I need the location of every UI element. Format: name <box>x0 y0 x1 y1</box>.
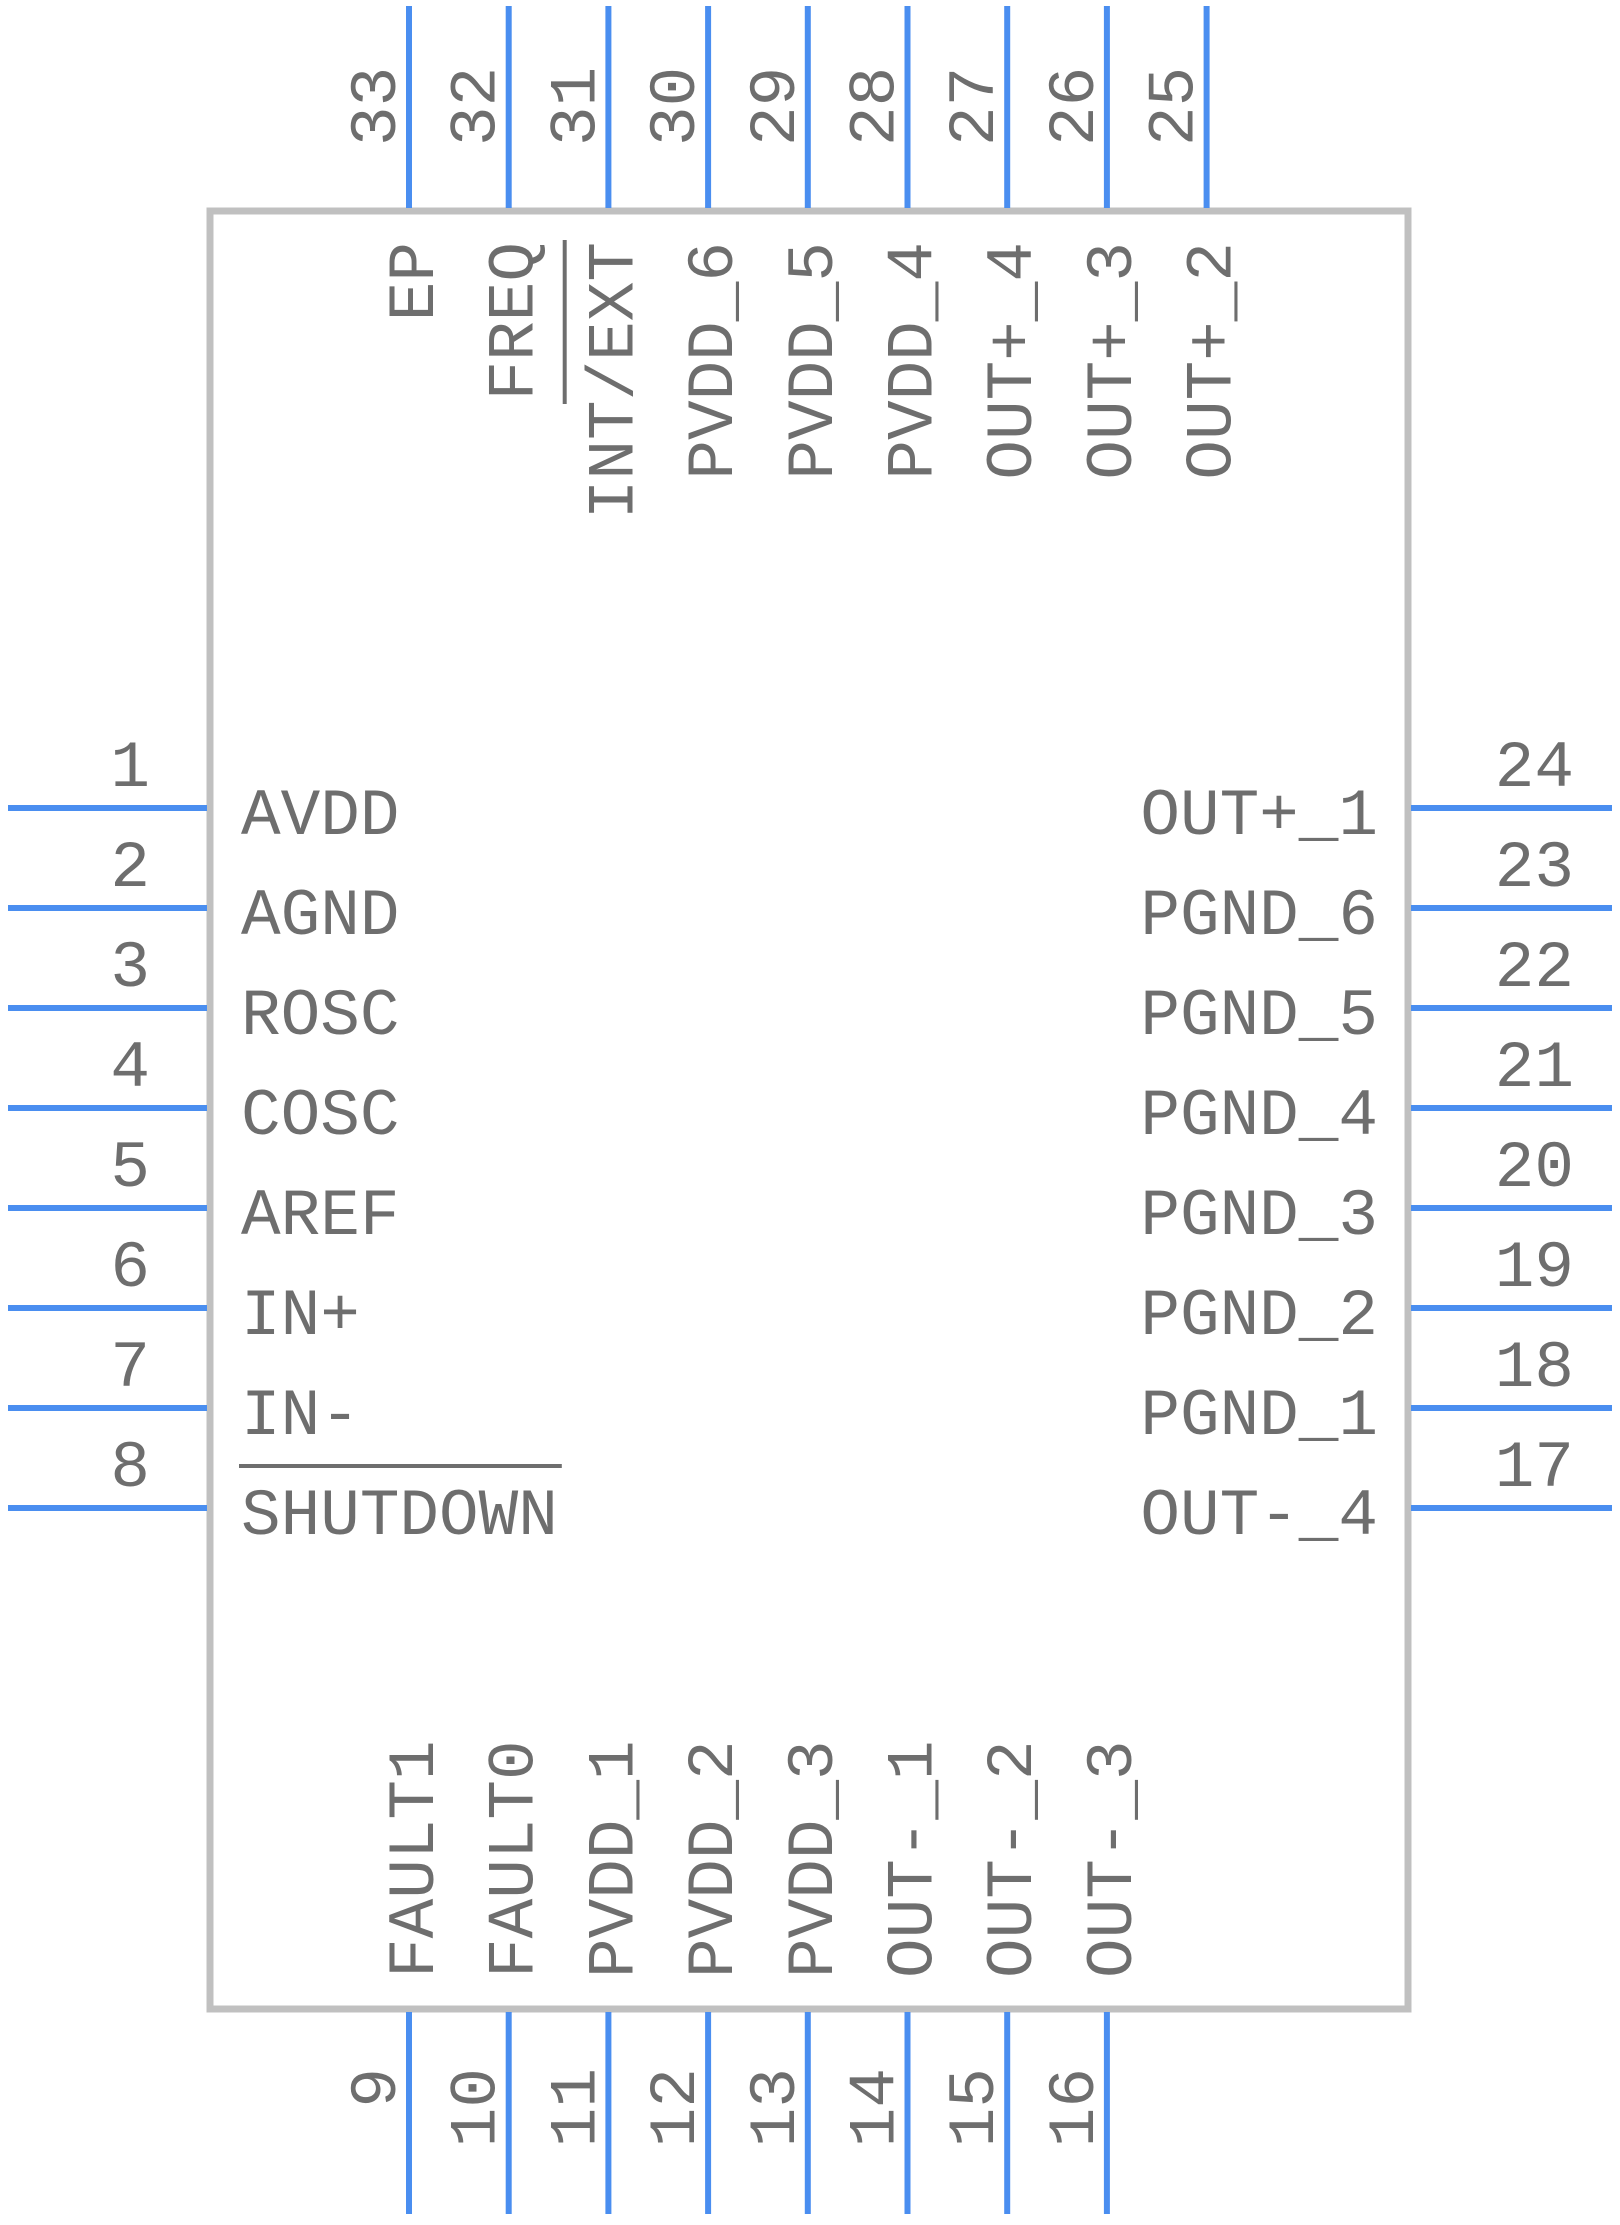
pin-number-28: 28 <box>839 67 914 146</box>
pin-label-pvdd-6: PVDD_6 <box>677 242 752 480</box>
pin-label-pgnd-5: PGND_5 <box>1140 979 1378 1054</box>
pin-number-15: 15 <box>938 2068 1013 2147</box>
pin-number-21: 21 <box>1495 1031 1574 1106</box>
pin-number-24: 24 <box>1495 731 1574 806</box>
pin-label-pvdd-3: PVDD_3 <box>777 1740 852 1978</box>
pin-number-11: 11 <box>539 2068 614 2147</box>
pin-number-26: 26 <box>1038 67 1113 146</box>
pin-label-ep: EP <box>378 242 453 321</box>
pin-number-5: 5 <box>110 1131 150 1206</box>
pin-label-int-ext: INT/EXT <box>577 242 652 519</box>
pin-number-9: 9 <box>340 2068 415 2108</box>
pin-label-outminus-1: OUT-_1 <box>877 1740 952 1978</box>
pin-number-7: 7 <box>110 1331 150 1406</box>
pin-number-30: 30 <box>639 67 714 146</box>
pin-number-6: 6 <box>110 1231 150 1306</box>
pin-number-10: 10 <box>440 2068 515 2147</box>
pin-number-3: 3 <box>110 931 150 1006</box>
pin-label-avdd: AVDD <box>241 779 399 854</box>
pin-number-13: 13 <box>739 2068 814 2147</box>
pin-label-agnd: AGND <box>241 879 399 954</box>
pin-number-2: 2 <box>110 831 150 906</box>
pin-number-20: 20 <box>1495 1131 1574 1206</box>
pin-label-outminus-2: OUT-_2 <box>976 1740 1051 1978</box>
pin-label-pvdd-1: PVDD_1 <box>577 1740 652 1978</box>
pin-label-outminus-4: OUT-_4 <box>1140 1479 1378 1554</box>
pin-number-8: 8 <box>110 1431 150 1506</box>
pin-label-pgnd-6: PGND_6 <box>1140 879 1378 954</box>
pin-number-4: 4 <box>110 1031 150 1106</box>
pin-number-27: 27 <box>938 67 1013 146</box>
pin-label-pvdd-5: PVDD_5 <box>777 242 852 480</box>
pin-lines <box>8 6 1612 2214</box>
pin-label-pgnd-3: PGND_3 <box>1140 1179 1378 1254</box>
pin-names: AVDD AGND ROSC COSC AREF IN+ IN- SHUTDOWN OUT+_1… <box>239 240 1378 1978</box>
pin-label-outplus-3: OUT+_3 <box>1076 242 1151 480</box>
pin-label-pgnd-4: PGND_4 <box>1140 1079 1378 1154</box>
pin-label-cosc: COSC <box>241 1079 399 1154</box>
pin-number-1: 1 <box>110 731 150 806</box>
pin-label-fault0: FAULT0 <box>478 1740 553 1978</box>
pin-label-outplus-4: OUT+_4 <box>976 242 1051 480</box>
pin-number-18: 18 <box>1495 1331 1574 1406</box>
pin-label-inplus: IN+ <box>241 1279 360 1354</box>
pin-number-14: 14 <box>839 2068 914 2147</box>
pin-label-outplus-1: OUT+_1 <box>1140 779 1378 854</box>
pin-number-25: 25 <box>1138 67 1213 146</box>
pin-number-29: 29 <box>739 67 814 146</box>
pin-label-aref: AREF <box>241 1179 399 1254</box>
pin-number-31: 31 <box>539 67 614 146</box>
pin-number-16: 16 <box>1038 2068 1113 2147</box>
pin-label-outminus-3: OUT-_3 <box>1076 1740 1151 1978</box>
pin-label-pgnd-2: PGND_2 <box>1140 1279 1378 1354</box>
pin-number-32: 32 <box>440 67 515 146</box>
pin-number-23: 23 <box>1495 831 1574 906</box>
pin-label-inminus: IN- <box>241 1379 360 1454</box>
pin-label-shutdown: SHUTDOWN <box>241 1479 558 1554</box>
pin-number-19: 19 <box>1495 1231 1574 1306</box>
pin-label-pvdd-4: PVDD_4 <box>877 242 952 480</box>
ic-body-outline <box>206 207 1412 2013</box>
pin-number-12: 12 <box>639 2068 714 2147</box>
pin-number-17: 17 <box>1495 1431 1574 1506</box>
pin-label-fault1: FAULT1 <box>378 1740 453 1978</box>
pin-number-22: 22 <box>1495 931 1574 1006</box>
pin-label-pvdd-2: PVDD_2 <box>677 1740 752 1978</box>
pin-label-rosc: ROSC <box>241 979 399 1054</box>
pin-label-outplus-2: OUT+_2 <box>1176 242 1251 480</box>
pin-number-33: 33 <box>340 67 415 146</box>
pin-label-freq: FREQ <box>478 242 553 400</box>
pin-label-pgnd-1: PGND_1 <box>1140 1379 1378 1454</box>
